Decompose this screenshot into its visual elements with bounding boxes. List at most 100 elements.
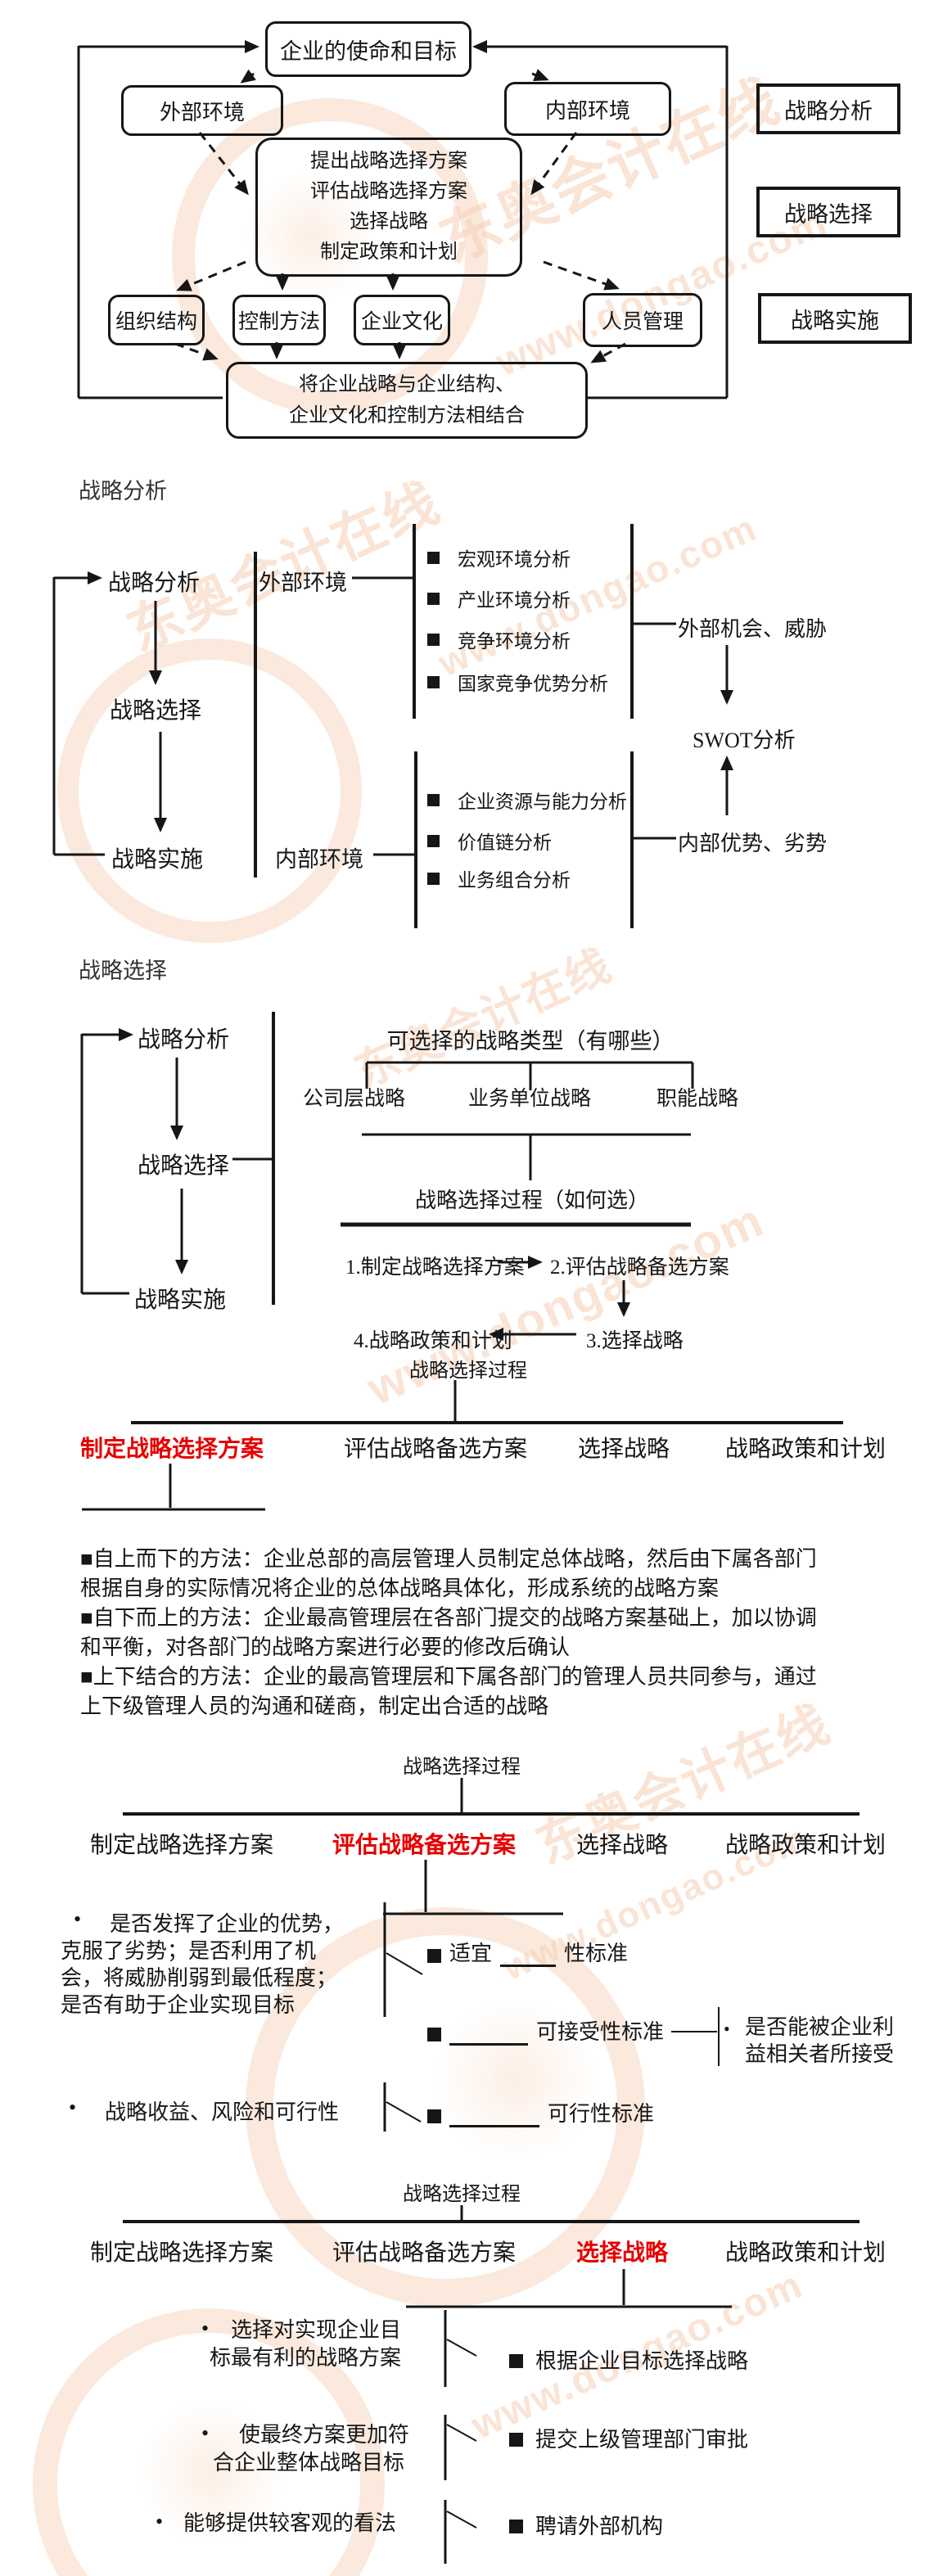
method-combined-line2: 上下级管理人员的沟通和磋商，制定出合适的战略	[80, 1694, 549, 1718]
step-select-strategy: 3.选择战略	[586, 1330, 684, 1352]
suitability-standard: 适宜 性标准	[427, 1937, 628, 1967]
square-bullet-icon	[509, 2520, 523, 2533]
standard-suffix: 可行性标准	[548, 2102, 655, 2126]
selection-bullet1-line1: 选择对实现企业目	[231, 2318, 402, 2342]
header3-item-formulate: 制定战略选择方案	[90, 2240, 274, 2266]
step-formulate-options: 1.制定战略选择方案	[345, 1256, 525, 1279]
header2-item-policies: 战略政策和计划	[725, 1833, 887, 1858]
external-opportunities-threats: 外部机会、威胁	[678, 617, 828, 641]
dot-bullet-icon: •	[156, 2510, 164, 2533]
list-item: 业务组合分析	[427, 864, 571, 892]
selection-point3: 聘请外部机构	[535, 2515, 664, 2538]
method-combined-line1: ■上下结合的方法：企业的最高管理层和下属各部门的管理人员共同参与，通过	[80, 1665, 817, 1689]
box-line: 将企业战略与企业结构、	[299, 374, 515, 395]
selection-connectors	[406, 2305, 732, 2564]
header3-item-policies: 战略政策和计划	[725, 2240, 887, 2266]
method-bottom-up-line2: 和平衡，对各部门的战略方案进行必要的修改后确认	[80, 1635, 571, 1659]
evaluation-bullet1-line3: 会，将威胁削弱到最低程度；	[61, 1966, 338, 1990]
header2-item-formulate: 制定战略选择方案	[90, 1833, 274, 1858]
list-item-label: 产业环境分析	[458, 590, 571, 611]
box-line: 企业文化和控制方法相结合	[289, 405, 525, 426]
header2-item-evaluate: 评估战略备选方案	[332, 1833, 517, 1858]
square-bullet-icon	[509, 2354, 523, 2368]
square-bullet-icon	[427, 834, 440, 847]
list-item-label: 价值链分析	[458, 832, 552, 853]
selection-point2: 提交上级管理部门审批	[535, 2428, 749, 2452]
evaluation-bullet1-line4: 是否有助于企业实现目标	[61, 1993, 296, 2017]
list-item-label: 企业资源与能力分析	[458, 792, 627, 812]
choice-heading: 战略选择	[79, 959, 167, 983]
feasibility-standard: 可行性标准	[427, 2097, 654, 2127]
square-bullet-icon	[427, 2028, 441, 2041]
analysis-connectors	[52, 524, 733, 928]
swot-analysis: SWOT分析	[693, 729, 796, 752]
evaluation-bullet2: 战略收益、风险和可行性	[105, 2100, 340, 2124]
box-strategy-process: 提出战略选择方案 评估战略选择方案 选择战略 制定政策和计划	[255, 138, 522, 277]
internal-environment-label: 内部环境	[275, 847, 363, 872]
blank-underline	[500, 1945, 557, 1967]
box-personnel-management: 人员管理	[583, 293, 702, 347]
legend-strategic-analysis: 战略分析	[756, 83, 900, 134]
standard-suffix: 可接受性标准	[536, 2020, 665, 2044]
standard-suffix: 性标准	[564, 1942, 629, 1965]
analysis-heading: 战略分析	[79, 479, 167, 503]
choice-process-title: 战略选择过程（如何选）	[414, 1189, 649, 1212]
header3-title: 战略选择过程	[403, 2184, 521, 2205]
header2-item-select: 选择战略	[576, 1833, 669, 1858]
standard-prefix: 适宜	[449, 1942, 493, 1965]
list-item: 产业环境分析	[427, 584, 571, 612]
header1-item-evaluate: 评估战略备选方案	[344, 1437, 528, 1462]
dot-bullet-icon: •	[201, 2421, 210, 2445]
header3-item-evaluate: 评估战略备选方案	[332, 2240, 517, 2266]
evaluation-connectors	[383, 1902, 720, 2132]
square-bullet-icon	[427, 633, 440, 646]
box-organization-structure: 组织结构	[108, 295, 205, 345]
process-caption: 战略选择过程	[409, 1360, 527, 1382]
header3-connectors	[123, 2205, 860, 2305]
header1-item-formulate: 制定战略选择方案	[80, 1437, 264, 1462]
list-item: 竞争环境分析	[427, 625, 571, 653]
selection-bullet1-line2: 标最有利的战略方案	[210, 2346, 402, 2370]
internal-strengths-weaknesses: 内部优势、劣势	[678, 832, 828, 855]
box-line: 评估战略选择方案	[310, 181, 467, 202]
legend-strategic-choice: 战略选择	[756, 187, 900, 237]
box-external-environment: 外部环境	[121, 85, 283, 136]
box-control-methods: 控制方法	[232, 295, 326, 345]
square-bullet-icon	[427, 793, 440, 806]
acceptability-note-line2: 益相关者所接受	[745, 2042, 895, 2066]
step-evaluate-alternatives: 2.评估战略备选方案	[550, 1256, 729, 1279]
square-bullet-icon	[427, 675, 440, 688]
type-functional-strategy: 职能战略	[656, 1088, 739, 1110]
header1-item-select: 选择战略	[578, 1437, 670, 1462]
dot-bullet-icon: •	[724, 2019, 730, 2039]
selection-bullet2-line1: 使最终方案更加符	[239, 2423, 410, 2447]
square-bullet-icon	[427, 1949, 441, 1963]
box-mission: 企业的使命和目标	[265, 21, 471, 77]
flow-strategic-implementation: 战略实施	[111, 847, 204, 873]
list-item: 价值链分析	[427, 827, 552, 855]
type-business-unit-strategy: 业务单位战略	[468, 1088, 592, 1110]
square-bullet-icon	[427, 551, 440, 564]
dot-bullet-icon: •	[74, 1907, 82, 1931]
selection-bullet3: 能够提供较客观的看法	[183, 2511, 397, 2535]
watermark-blob	[434, 1997, 598, 2161]
acceptability-note-line1: 是否能被企业利	[745, 2015, 895, 2039]
flow-strategic-analysis: 战略分析	[138, 1027, 230, 1053]
box-line: 制定政策和计划	[320, 241, 458, 263]
square-bullet-icon	[427, 592, 440, 605]
list-item-label: 业务组合分析	[458, 870, 571, 891]
dot-bullet-icon: •	[69, 2096, 77, 2119]
blank-underline	[449, 2023, 528, 2046]
method-bottom-up-line1: ■自下而上的方法：企业最高管理层在各部门提交的战略方案基础上，加以协调	[80, 1606, 817, 1630]
box-internal-environment: 内部环境	[504, 82, 671, 136]
header2-connectors	[123, 1778, 860, 1915]
step-policies-plans: 4.战略政策和计划	[354, 1330, 512, 1352]
selection-bullet2-line2: 合企业整体战略目标	[213, 2451, 405, 2474]
list-item-label: 竞争环境分析	[458, 631, 571, 652]
square-bullet-icon	[427, 2109, 441, 2123]
flow-strategic-choice: 战略选择	[138, 1153, 230, 1179]
box-line: 选择战略	[350, 211, 428, 232]
header1-item-policies: 战略政策和计划	[725, 1437, 887, 1462]
